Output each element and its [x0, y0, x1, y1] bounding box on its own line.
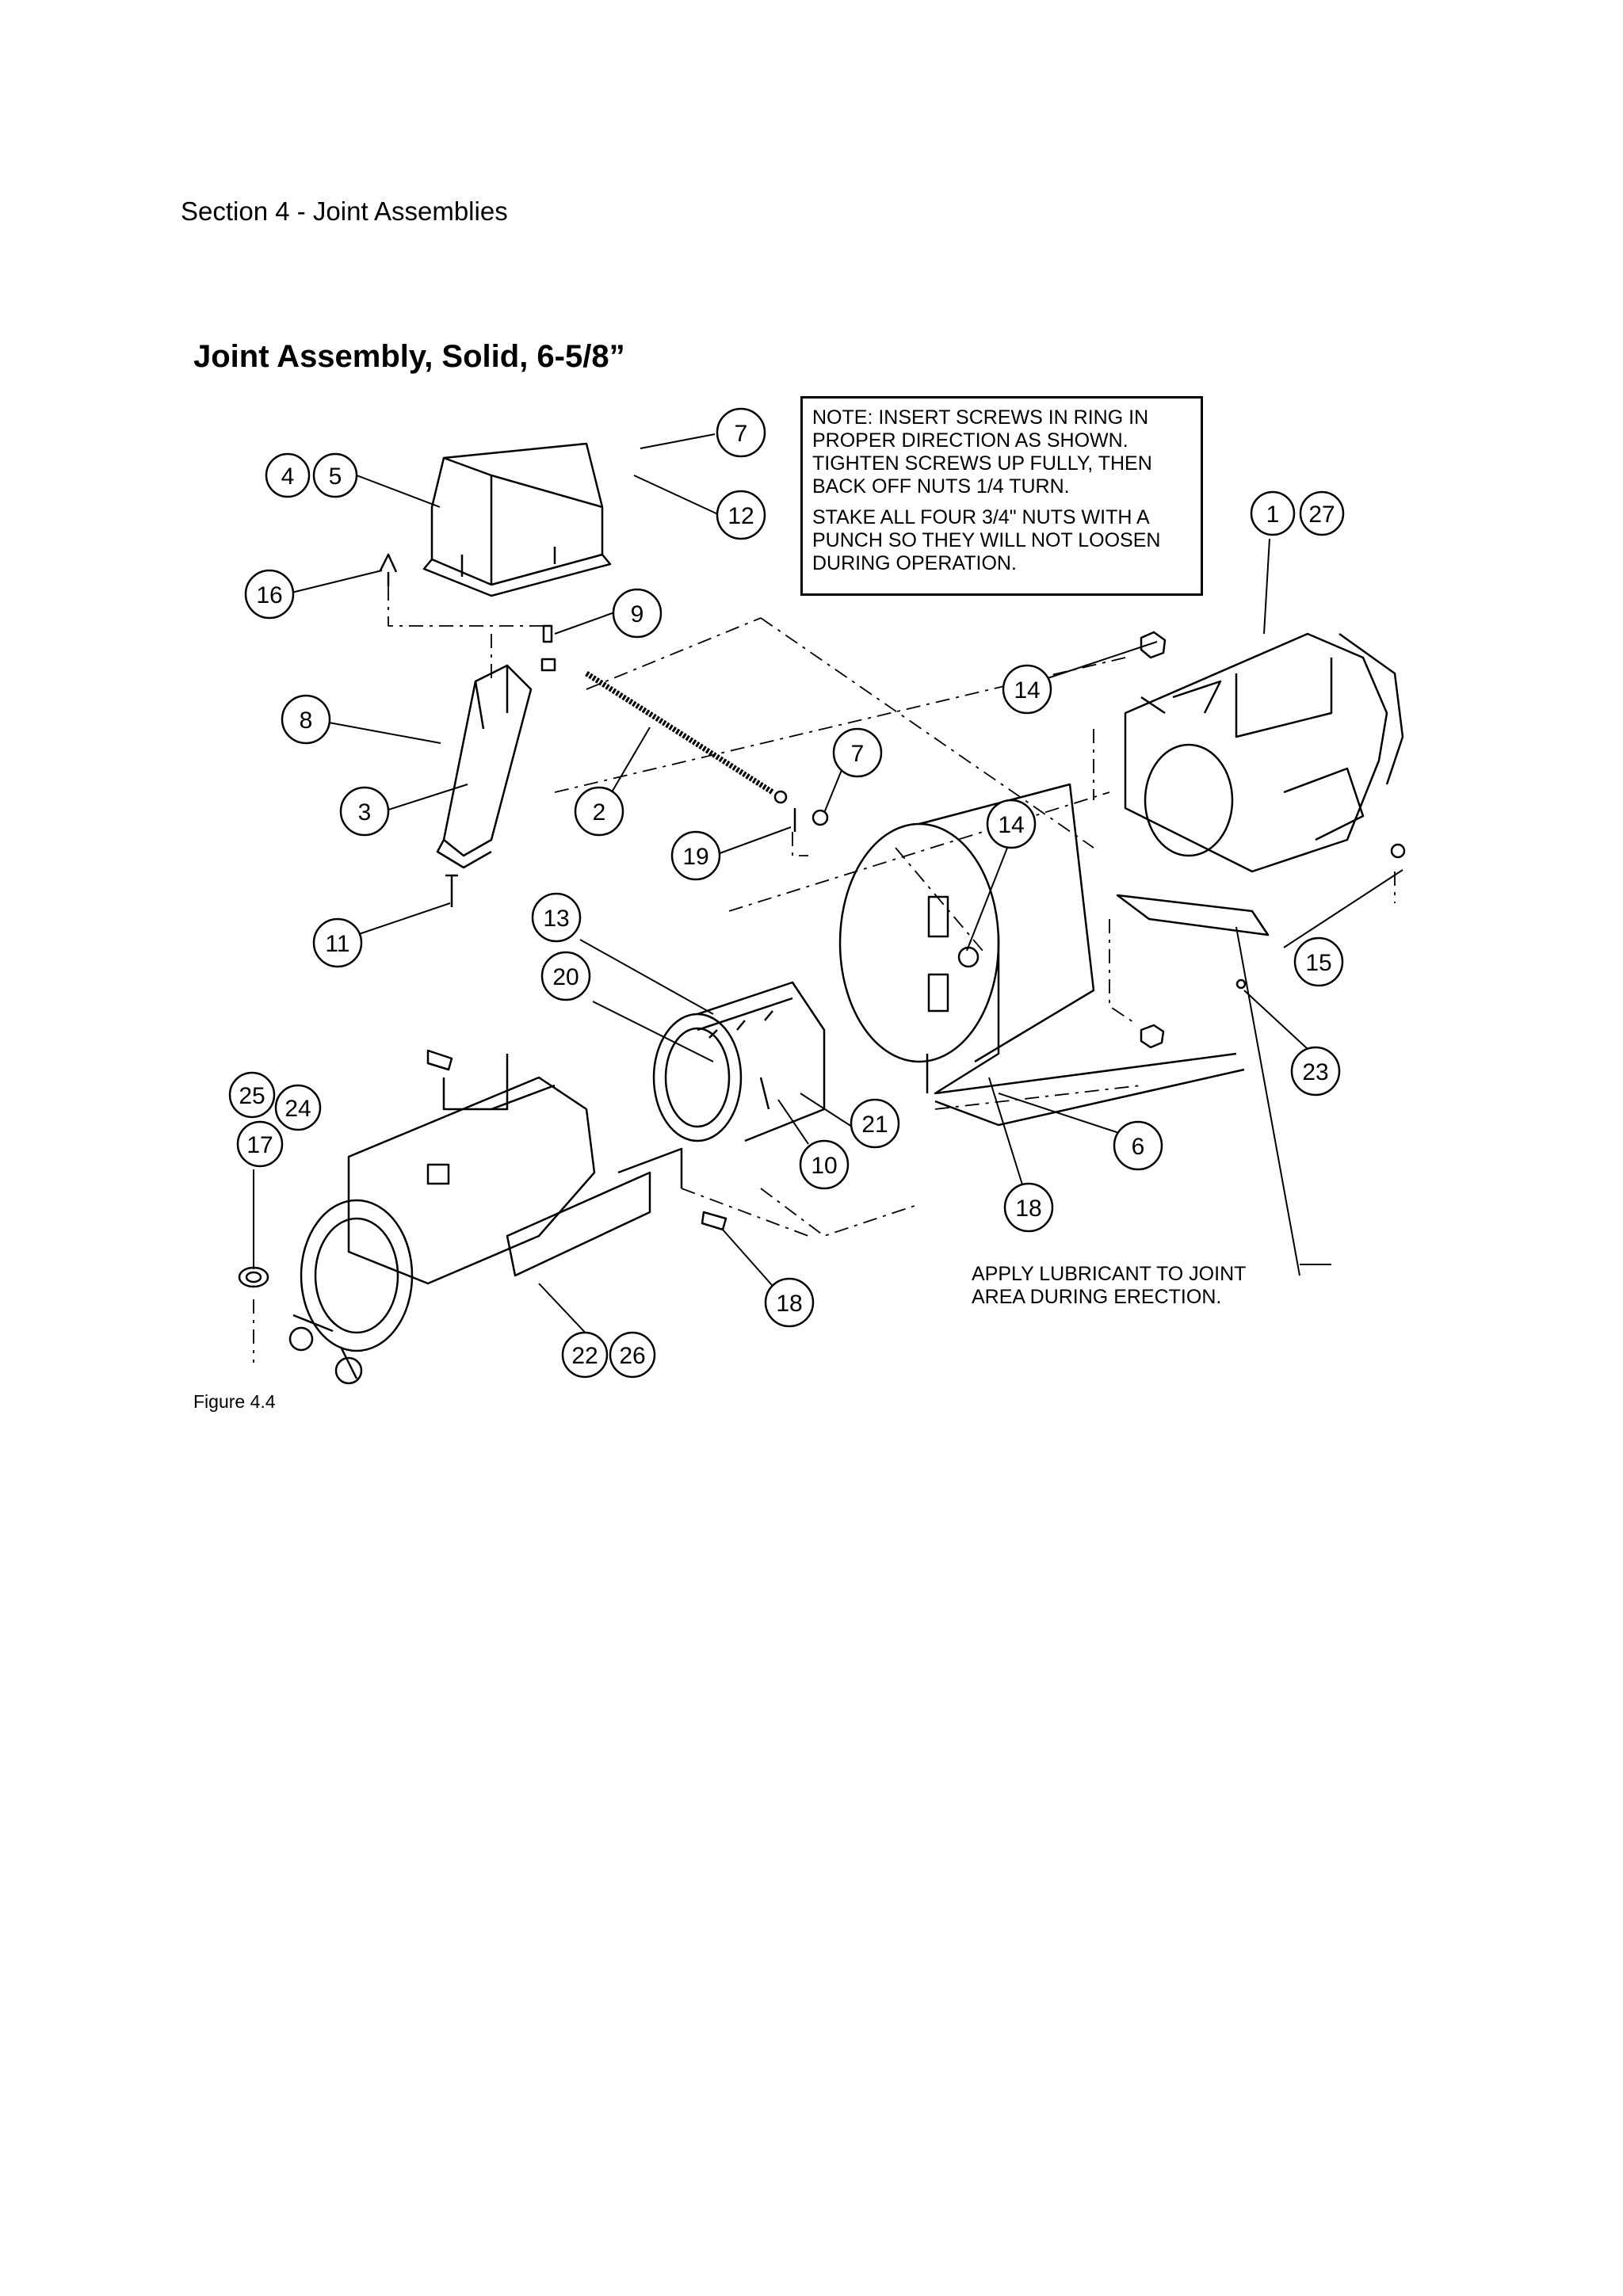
note-line: TIGHTEN SCREWS UP FULLY, THEN: [812, 452, 1152, 475]
callout-1: 1: [1250, 490, 1296, 536]
callout-18a: 18: [1003, 1182, 1054, 1233]
callout-16: 16: [244, 569, 295, 620]
note-line: PROPER DIRECTION AS SHOWN.: [812, 429, 1128, 452]
lubricant-note-line: AREA DURING ERECTION.: [972, 1286, 1222, 1308]
note-line: STAKE ALL FOUR 3/4" NUTS WITH A: [812, 506, 1150, 528]
callout-13: 13: [531, 892, 582, 943]
callout-text: 26: [619, 1343, 645, 1369]
callout-text: 3: [358, 799, 372, 826]
note-line: DURING OPERATION.: [812, 552, 1017, 574]
callout-15: 15: [1293, 936, 1344, 987]
figure-title: Joint Assembly, Solid, 6-5/8”: [193, 339, 625, 374]
threaded-rod-part: [585, 671, 774, 795]
callout-text: 17: [246, 1132, 273, 1158]
callout-balloons: 4 5 7 12 1 27 16 9 14 8 7 3 2 19 14 15 1…: [228, 407, 1345, 1379]
callout-text: 2: [593, 799, 606, 826]
callout-text: 22: [571, 1343, 598, 1369]
callout-text: 4: [281, 463, 295, 490]
callout-text: 21: [861, 1112, 888, 1138]
callout-text: 10: [811, 1153, 837, 1179]
set-screw-9-part: [540, 624, 556, 672]
note-line: NOTE: INSERT SCREWS IN RING IN: [812, 406, 1149, 429]
alignment-lines: [253, 586, 1396, 1363]
bolt-11-part: [445, 874, 458, 907]
callout-text: 18: [1015, 1196, 1041, 1222]
callout-text: 12: [727, 503, 754, 529]
lower-housing-part: [288, 1054, 683, 1385]
callout-18b: 18: [764, 1277, 815, 1328]
note-line: PUNCH SO THEY WILL NOT LOOSEN: [812, 529, 1161, 551]
figure-caption: Figure 4.4: [193, 1391, 276, 1412]
assembly-note-box: NOTE: INSERT SCREWS IN RING IN PROPER DI…: [800, 396, 1203, 596]
callout-text: 9: [631, 601, 644, 627]
lubricant-note-line: APPLY LUBRICANT TO JOINT: [972, 1263, 1247, 1285]
top-cover-part: [422, 442, 612, 597]
callout-text: 20: [552, 964, 579, 990]
section-header: Section 4 - Joint Assemblies: [181, 196, 508, 226]
callout-21: 21: [850, 1098, 900, 1149]
bolt-18-part: [238, 1049, 727, 1288]
callout-4: 4: [265, 452, 311, 498]
callout-14b: 14: [986, 799, 1037, 849]
outer-ring-part: [838, 783, 1245, 1127]
callout-text: 7: [735, 421, 748, 447]
callout-text: 14: [1014, 677, 1040, 704]
inner-sleeve-part: [652, 981, 826, 1142]
callout-26: 26: [609, 1331, 656, 1379]
callout-23: 23: [1290, 1046, 1341, 1097]
callout-10: 10: [799, 1139, 850, 1190]
callout-text: 27: [1308, 502, 1335, 528]
callout-text: 6: [1132, 1134, 1145, 1160]
callout-text: 19: [682, 844, 708, 870]
callout-3: 3: [339, 786, 390, 837]
callout-22: 22: [561, 1331, 609, 1379]
callout-7b: 7: [832, 727, 883, 778]
leader-lines: [253, 433, 1403, 1340]
callout-text: 16: [256, 582, 282, 608]
callout-text: 25: [239, 1083, 265, 1109]
lubricant-note: APPLY LUBRICANT TO JOINT AREA DURING ERE…: [972, 1263, 1246, 1309]
callout-11: 11: [312, 917, 363, 968]
callout-text: 14: [998, 812, 1024, 838]
callout-12: 12: [716, 490, 766, 540]
callout-text: 5: [329, 463, 342, 490]
bracket-3-part: [436, 664, 533, 869]
callout-25: 25: [228, 1071, 276, 1119]
callout-17: 17: [236, 1120, 284, 1168]
nut-19-part: [773, 790, 829, 832]
callout-27: 27: [1299, 490, 1345, 536]
callout-text: 23: [1302, 1059, 1328, 1085]
hex-nut-part: [1140, 631, 1406, 1049]
callout-text: 18: [776, 1291, 802, 1317]
right-housing-part: [1116, 632, 1404, 936]
callout-24: 24: [274, 1084, 322, 1131]
callout-text: 24: [285, 1096, 311, 1122]
callout-text: 11: [325, 931, 349, 957]
callout-text: 1: [1266, 502, 1280, 528]
callout-text: 13: [543, 906, 569, 932]
callout-text: 8: [300, 707, 313, 734]
callout-2: 2: [574, 786, 624, 837]
callout-8: 8: [281, 694, 331, 745]
callout-14a: 14: [1002, 664, 1052, 715]
callout-7a: 7: [716, 407, 766, 458]
callout-text: 7: [851, 741, 865, 767]
bolt-16-part: [379, 553, 398, 586]
note-line: BACK OFF NUTS 1/4 TURN.: [812, 475, 1070, 498]
callout-6: 6: [1113, 1120, 1163, 1171]
callout-20: 20: [540, 951, 591, 1001]
callout-9: 9: [612, 588, 663, 639]
callout-text: 15: [1305, 950, 1331, 976]
callout-5: 5: [312, 452, 358, 498]
callout-19: 19: [670, 830, 721, 881]
